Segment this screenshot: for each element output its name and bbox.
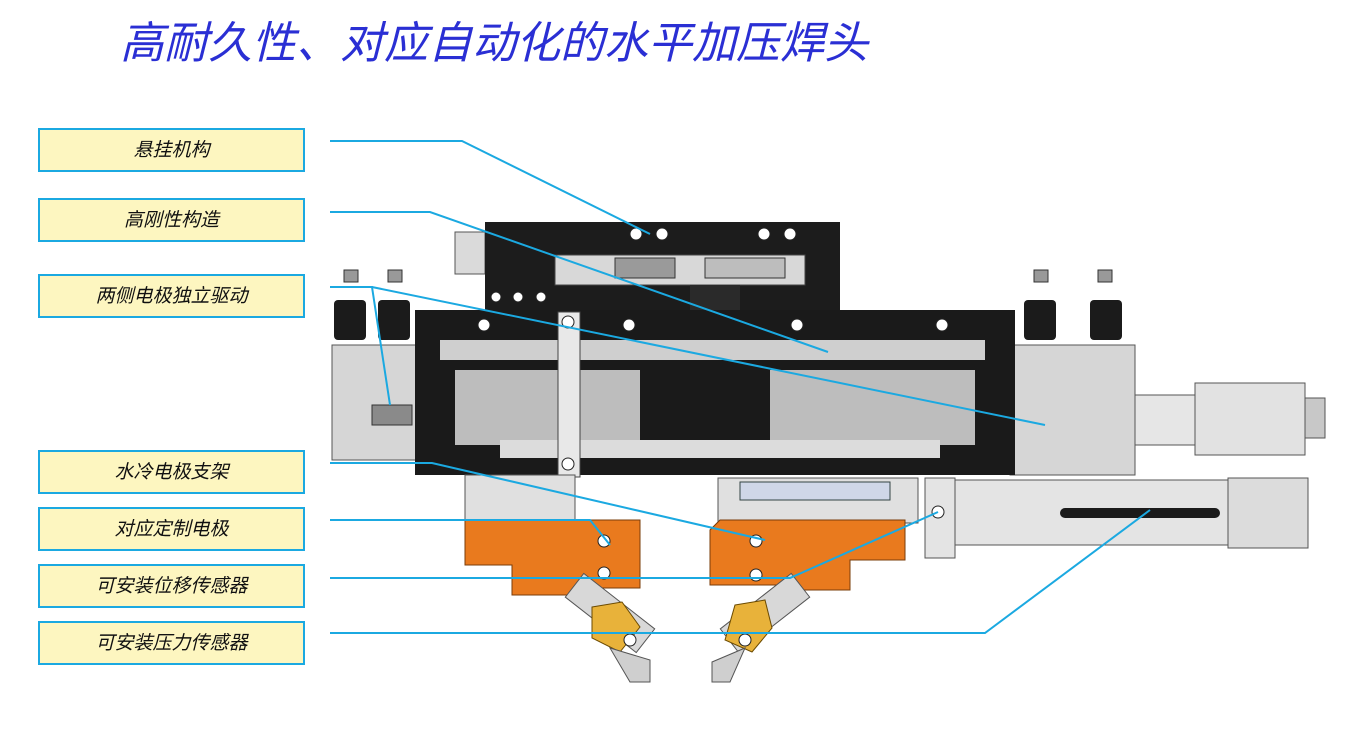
label-suspension: 悬挂机构 bbox=[38, 128, 305, 172]
leader-lines bbox=[330, 140, 1151, 634]
label-drive: 两侧电极独立驱动 bbox=[38, 274, 305, 318]
leader-line-holder bbox=[330, 462, 766, 541]
label-rigidity: 高刚性构造 bbox=[38, 198, 305, 242]
label-electrode: 对应定制电极 bbox=[38, 507, 305, 551]
leader-line-suspension bbox=[330, 140, 651, 235]
leader-line-drive-2 bbox=[330, 286, 1046, 426]
label-displacement: 可安装位移传感器 bbox=[38, 564, 305, 608]
machine-drawing bbox=[331, 222, 1326, 683]
leader-line-electrode bbox=[330, 519, 611, 546]
page-title: 高耐久性、对应自动化的水平加压焊头 bbox=[120, 18, 868, 69]
leader-line-rigidity bbox=[330, 211, 829, 353]
leader-line-displacement bbox=[330, 511, 939, 579]
leader-line-pressure bbox=[330, 509, 1151, 634]
label-holder: 水冷电极支架 bbox=[38, 450, 305, 494]
label-pressure: 可安装压力传感器 bbox=[38, 621, 305, 665]
